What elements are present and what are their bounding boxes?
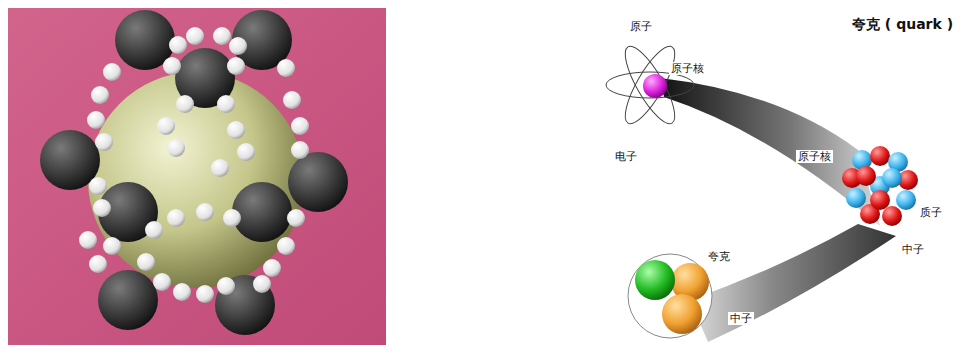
nucleus-band — [660, 78, 880, 226]
atom-symbol — [617, 40, 684, 129]
neutron-band-label: 中子 — [728, 312, 754, 325]
white-spheres — [167, 209, 185, 227]
white-spheres — [89, 255, 107, 273]
nucleus-label: 原子核 — [669, 62, 706, 75]
atom-symbol — [617, 40, 684, 129]
white-spheres — [157, 117, 175, 135]
dark-spheres — [40, 10, 348, 335]
white-spheres — [227, 57, 245, 75]
white-spheres — [227, 121, 245, 139]
electron-label: 电子 — [613, 150, 639, 163]
neutron-quarks — [628, 254, 712, 338]
white-spheres — [87, 111, 105, 129]
dark-spheres — [98, 270, 158, 330]
white-spheres — [103, 63, 121, 81]
white-spheres — [91, 86, 109, 104]
nucleus-cluster — [846, 188, 866, 208]
white-spheres — [176, 95, 194, 113]
white-spheres — [79, 27, 309, 303]
white-spheres — [167, 139, 185, 157]
white-spheres — [93, 199, 111, 217]
neutron-quarks — [662, 294, 702, 334]
nucleus-cluster — [882, 206, 902, 226]
dark-spheres — [232, 182, 292, 242]
nucleus-cluster — [856, 166, 876, 186]
zoom-bands — [660, 78, 896, 342]
white-spheres — [173, 283, 191, 301]
white-spheres — [263, 259, 281, 277]
white-spheres — [217, 277, 235, 295]
white-spheres — [217, 95, 235, 113]
white-spheres — [137, 253, 155, 271]
white-spheres — [169, 36, 187, 54]
white-spheres — [163, 57, 181, 75]
molecule-panel — [8, 8, 386, 345]
nucleus-band-label: 原子核 — [796, 150, 833, 163]
neutron-band — [690, 224, 896, 342]
atom-symbol — [606, 40, 694, 129]
white-spheres — [277, 237, 295, 255]
white-spheres — [229, 37, 247, 55]
white-spheres — [213, 27, 231, 45]
white-spheres — [291, 141, 309, 159]
proton-label: 质子 — [918, 206, 944, 219]
neutron-quarks — [628, 254, 712, 338]
white-spheres — [291, 117, 309, 135]
nucleus-cluster — [842, 146, 918, 226]
diagram-title: 夸克 ( quark ) — [852, 16, 953, 33]
white-spheres — [95, 133, 113, 151]
neutron-label: 中子 — [900, 243, 926, 256]
white-spheres — [283, 91, 301, 109]
white-spheres — [145, 221, 163, 239]
atom-symbol — [606, 72, 694, 98]
nucleus-cluster — [882, 168, 902, 188]
white-spheres — [277, 59, 295, 77]
nucleus-cluster — [870, 146, 890, 166]
quark-label: 夸克 — [706, 250, 732, 263]
white-spheres — [211, 159, 229, 177]
white-spheres — [196, 203, 214, 221]
white-spheres — [196, 285, 214, 303]
white-spheres — [79, 231, 97, 249]
white-spheres — [153, 273, 171, 291]
atom-nucleus — [643, 74, 667, 98]
panel-ground — [8, 8, 386, 345]
nucleus-cluster — [870, 190, 890, 210]
neutron-quarks — [635, 260, 675, 300]
white-spheres — [237, 143, 255, 161]
atom-label: 原子 — [628, 20, 654, 33]
white-spheres — [223, 209, 241, 227]
white-spheres — [89, 177, 107, 195]
dark-spheres — [288, 152, 348, 212]
white-spheres — [103, 237, 121, 255]
dark-spheres — [215, 275, 275, 335]
white-spheres — [186, 27, 204, 45]
white-spheres — [253, 275, 271, 293]
nucleus-cluster — [896, 190, 916, 210]
white-spheres — [287, 209, 305, 227]
